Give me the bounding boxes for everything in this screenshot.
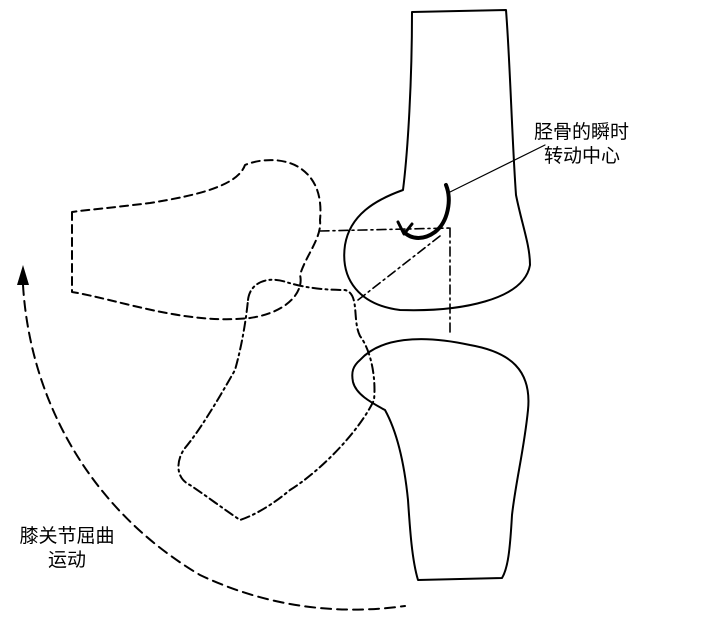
tibia-label-line2: 转动中心: [544, 145, 621, 167]
flexion-arc-arrowhead: [17, 265, 29, 285]
rotated-femur-dashed: [71, 159, 322, 321]
tibia-label-line1: 胫骨的瞬时: [534, 121, 630, 143]
rotated-tibia-dashdot: [177, 278, 376, 521]
knee-label-line1: 膝关节屈曲: [19, 525, 115, 547]
label-leader-line: [449, 144, 546, 193]
knee-flexion-label: 膝关节屈曲 运动: [6, 524, 128, 572]
instant-center-arrowhead: [396, 220, 414, 236]
tibia-outline: [351, 338, 530, 581]
knee-label-line2: 运动: [47, 549, 86, 571]
flexion-arc-dashed: [22, 284, 406, 611]
instant-center-curve: [402, 183, 451, 240]
tibia-instant-center-label: 胫骨的瞬时 转动中心: [534, 120, 629, 168]
diagonal-construction-line: [357, 235, 441, 301]
horizontal-construction-line: [319, 227, 451, 232]
femur-outline: [343, 9, 531, 312]
